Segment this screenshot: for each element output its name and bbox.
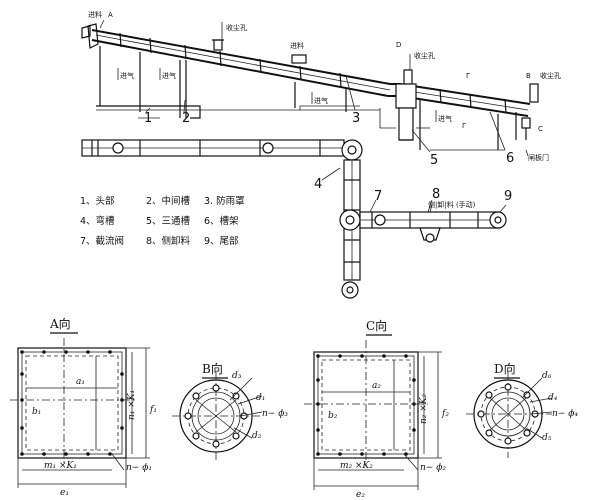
inlet-feed-mid-label: 进料 [290,41,304,50]
view-b-dim-d1: d₁ [256,393,265,403]
gamma-label-1: Γ [466,72,470,80]
c-marker: C [538,125,543,133]
view-c-dim-e: e₂ [356,490,365,500]
part-number-2: 2 [182,111,190,126]
side-discharge-label: 侧|卸|料 (手动) [428,200,476,209]
legend-item-2: 2、中间槽 [146,195,191,207]
d-marker: D [396,41,401,49]
part-number-6: 6 [506,151,514,166]
view-c-title: C向 [366,318,387,333]
dust-hole-label-3: 收尘孔 [540,71,561,80]
part-number-1: 1 [144,111,152,126]
view-d: D向 d₆ d₄ d₅ n− ϕ₄ [466,361,578,458]
elevation-view: A 进料 收尘孔 进料 D 收尘孔 B 收尘孔 C 闸板门 进气 进气 进气 进… [81,10,561,162]
view-b-title: B向 [202,361,223,376]
b-marker: B [526,72,531,80]
part-number-4: 4 [314,177,322,192]
dust-hole-label-2: 收尘孔 [414,51,435,60]
view-a-dim-nk: n₁ ×K₁ [127,390,137,420]
gate-label: 闸板门 [528,153,549,162]
legend-item-8: 8、侧卸料 [146,235,191,247]
view-b-dim-phi: n− ϕ₃ [262,409,288,419]
plan-view: 侧|卸|料 (手动) [81,139,507,299]
view-d-dim-d4: d₄ [548,393,558,403]
view-c-dim-a: a₂ [372,381,381,391]
view-c-dim-b: b₂ [328,411,338,421]
part-number-3: 3 [352,111,360,126]
view-a-dim-a: a₁ [76,377,85,387]
view-d-dim-d6: d₆ [542,371,552,381]
view-d-title: D向 [494,361,516,376]
view-a-dim-e: e₁ [60,488,69,498]
view-c: C向 a₂ b₂ e₂ f₂ m₂ ×K₂ n₂ ×K₂ n− ϕ₂ [304,318,449,500]
view-a: A向 a₁ b₁ e₁ f₁ m₁ ×K₁ n₁ ×K₁ n− ϕ₁ [10,316,157,498]
dust-hole-label-1: 收尘孔 [226,23,247,32]
view-b-dim-d3: d₃ [232,371,242,381]
view-d-dim-phi: n− ϕ₄ [552,409,578,419]
view-c-dim-phi: n− ϕ₂ [420,463,446,473]
view-a-dim-b: b₁ [32,407,41,417]
gamma-label-2: Γ [462,122,466,130]
part-number-9: 9 [504,189,512,204]
part-numbers: 1 2 3 4 5 6 7 8 9 [144,111,514,204]
legend-item-9: 9、尾部 [204,235,239,247]
view-d-dim-d5: d₅ [542,433,552,443]
air-in-label-1: 进气 [120,71,134,80]
a-marker: A [108,11,113,19]
view-a-title: A向 [49,316,71,331]
air-in-label-4: 进气 [438,114,452,123]
part-number-7: 7 [374,189,382,204]
air-in-label-2: 进气 [162,71,176,80]
inlet-feed-left-label: 进料 [88,10,102,19]
view-b: B向 d₃ d₁ d₂ n− ϕ₃ [172,361,288,462]
part-number-8: 8 [432,187,440,202]
legend-item-6: 6、槽架 [204,215,239,227]
parts-legend: 1、头部 2、中间槽 3. 防雨罩 4、弯槽 5、三通槽 6、槽架 7、截流阀 … [80,195,245,247]
view-c-dim-mk: m₂ ×K₂ [340,461,373,471]
air-in-label-3: 进气 [314,96,328,105]
legend-item-5: 5、三通槽 [146,215,191,227]
part-number-5: 5 [430,153,438,168]
view-a-dim-phi: n− ϕ₁ [126,463,152,473]
view-c-dim-nk: n₂ ×K₂ [419,393,429,424]
view-a-dim-mk: m₁ ×K₁ [44,461,77,471]
legend-item-1: 1、头部 [80,195,115,207]
legend-item-7: 7、截流阀 [80,235,124,247]
legend-item-4: 4、弯槽 [80,215,115,227]
view-a-dim-f: f₁ [149,405,157,415]
view-c-dim-f: f₂ [441,409,449,419]
view-b-dim-d2: d₂ [252,431,262,441]
legend-item-3: 3. 防雨罩 [204,195,245,207]
